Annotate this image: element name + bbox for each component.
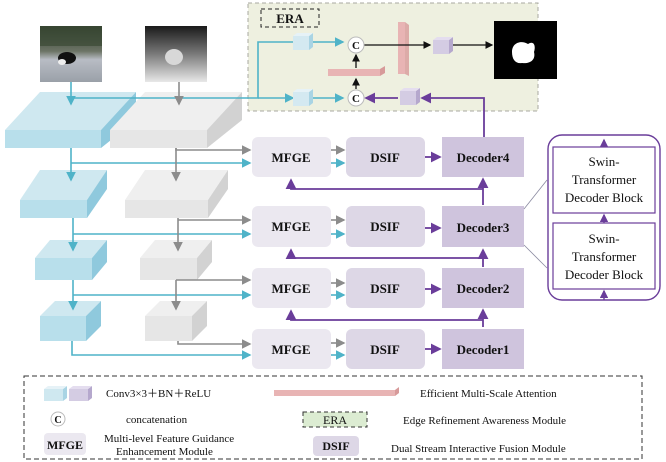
decoder-block-2: Decoder2 — [442, 268, 524, 308]
mfge-block-4: MFGE — [252, 137, 331, 177]
legend-dsif-label: Dual Stream Interactive Fusion Module — [391, 443, 566, 455]
legend-era-label: Edge Refinement Awareness Module — [403, 415, 566, 427]
concat-node-bottom: C — [347, 89, 365, 107]
decoder-flow-arrows — [285, 92, 489, 355]
dsif-block-2: DSIF — [346, 268, 425, 308]
svg-text:MFGE: MFGE — [47, 438, 83, 452]
legend: Conv3×3＋BN＋ReLU C concatenation MFGE Mul… — [23, 375, 643, 460]
era-title-box — [260, 8, 320, 28]
svg-text:Swin-: Swin- — [588, 231, 619, 246]
depth-encoder-stage-3 — [140, 240, 212, 280]
legend-mfge-label-line2: Enhancement Module — [116, 446, 213, 458]
rgb-encoder-stage-3 — [35, 240, 107, 280]
svg-text:Decoder Block: Decoder Block — [565, 267, 644, 282]
legend-conv-label: Conv3×3＋BN＋ReLU — [106, 388, 211, 400]
legend-era-icon: ERA — [302, 411, 368, 428]
svg-text:MFGE: MFGE — [272, 281, 311, 296]
svg-text:Decoder1: Decoder1 — [457, 342, 510, 357]
legend-dsif-icon: DSIF — [313, 436, 359, 456]
svg-text:DSIF: DSIF — [322, 439, 349, 453]
decoder-block-4: Decoder4 — [442, 137, 524, 177]
legend-mfge-label-line1: Multi-level Feature Guidance — [104, 433, 234, 445]
depth-encoder-stage-4 — [145, 301, 207, 341]
legend-ema-label: Efficient Multi-Scale Attention — [420, 388, 557, 400]
svg-text:MFGE: MFGE — [272, 150, 311, 165]
swin-block-lower: Swin- Transformer Decoder Block — [552, 222, 656, 290]
svg-text:Transformer: Transformer — [572, 172, 637, 187]
svg-text:ERA: ERA — [323, 413, 347, 427]
rgb-encoder-stage-1 — [5, 92, 136, 148]
mfge-block-1: MFGE — [252, 329, 331, 369]
swin-block-upper: Swin- Transformer Decoder Block — [552, 146, 656, 214]
svg-text:MFGE: MFGE — [272, 219, 311, 234]
mfge-block-3: MFGE — [252, 206, 331, 247]
decoder-block-3: Decoder3 — [442, 206, 524, 247]
saliency-output-image — [494, 21, 557, 79]
legend-conv-icon — [44, 386, 92, 401]
legend-concat-icon: C — [50, 411, 66, 427]
legend-ema-icon — [274, 387, 399, 396]
decoder-block-1: Decoder1 — [442, 329, 524, 369]
era-title: ERA — [276, 11, 304, 26]
rgb-encoder-stage-4 — [40, 301, 101, 341]
dsif-block-1: DSIF — [346, 329, 425, 369]
svg-text:Decoder3: Decoder3 — [457, 220, 510, 235]
svg-text:DSIF: DSIF — [370, 150, 400, 165]
depth-stream-arrows — [171, 82, 346, 349]
svg-text:Swin-: Swin- — [588, 154, 619, 169]
svg-text:DSIF: DSIF — [370, 219, 400, 234]
svg-text:Decoder Block: Decoder Block — [565, 190, 644, 205]
ema-bar-horizontal — [328, 66, 385, 76]
conv-block-rgb-top — [293, 33, 313, 50]
conv-block-purple-top — [433, 37, 453, 54]
conv-block-rgb-bottom — [293, 89, 313, 106]
legend-mfge-icon: MFGE — [44, 433, 86, 455]
ema-bar-vertical — [398, 22, 409, 76]
svg-text:C: C — [352, 40, 360, 52]
rgb-encoder-stage-2 — [20, 170, 107, 218]
svg-text:C: C — [352, 93, 360, 105]
svg-text:DSIF: DSIF — [370, 281, 400, 296]
concat-node-top: C — [347, 36, 365, 54]
conv-block-purple-bottom — [400, 88, 420, 105]
svg-text:DSIF: DSIF — [370, 342, 400, 357]
rgb-input-image — [40, 26, 102, 82]
depth-input-image — [145, 26, 207, 82]
depth-encoder-stage-1 — [110, 92, 242, 148]
dsif-block-3: DSIF — [346, 206, 425, 247]
svg-text:Transformer: Transformer — [572, 249, 637, 264]
rgb-stream-arrows — [66, 37, 346, 360]
era-internals: C C — [293, 22, 494, 107]
svg-text:C: C — [54, 415, 61, 426]
dsif-block-4: DSIF — [346, 137, 425, 177]
svg-text:MFGE: MFGE — [272, 342, 311, 357]
mfge-block-2: MFGE — [252, 268, 331, 308]
svg-text:Decoder4: Decoder4 — [457, 150, 510, 165]
svg-text:Decoder2: Decoder2 — [457, 281, 510, 296]
depth-encoder-stage-2 — [125, 170, 228, 218]
legend-concat-label: concatenation — [126, 414, 188, 426]
swin-decoder-detail: Swin- Transformer Decoder Block Swin- Tr… — [523, 134, 661, 301]
